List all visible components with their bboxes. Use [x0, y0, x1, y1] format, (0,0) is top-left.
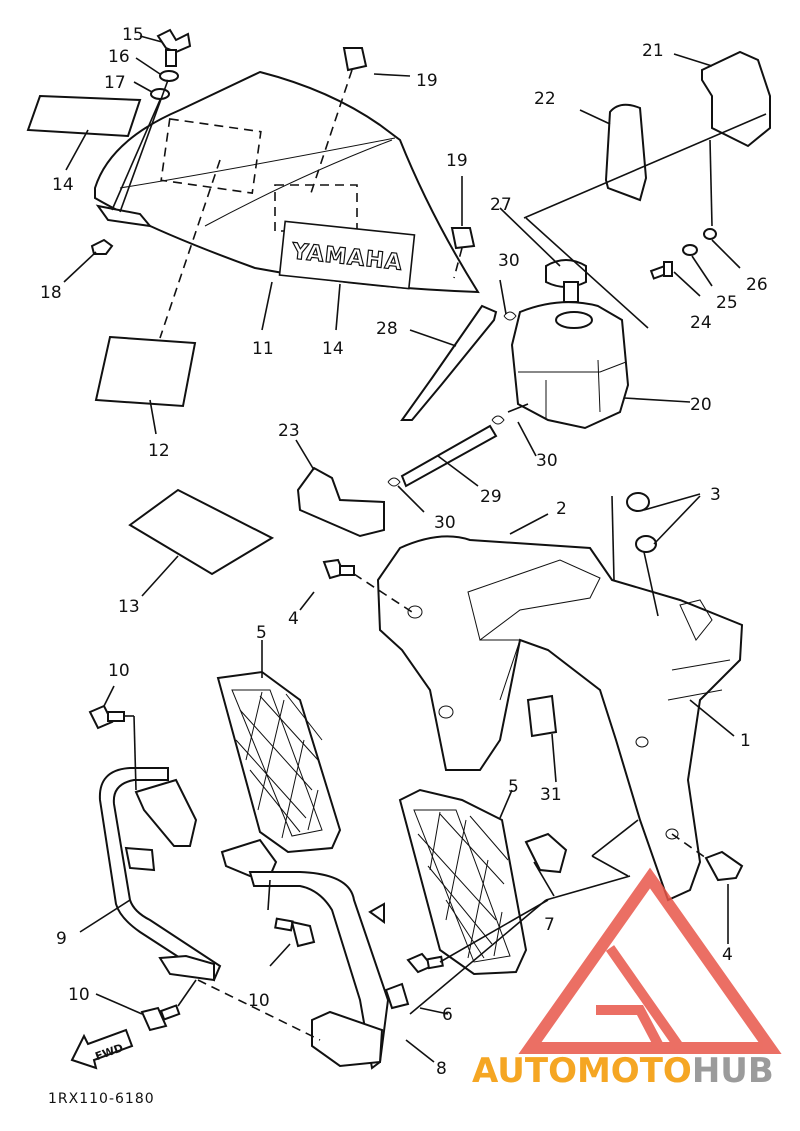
clip-part-30c [387, 477, 401, 487]
seat-cover-part: YAMAHA [94, 70, 480, 294]
callout-12: 12 [148, 441, 170, 461]
callout-18: 18 [40, 283, 62, 303]
bolt-part-24 [649, 261, 673, 280]
screw-part-4b [704, 850, 744, 882]
bolt-part-10c [140, 1004, 181, 1032]
callout-30-bottom: 30 [434, 513, 456, 533]
callout-30-top: 30 [498, 251, 520, 271]
screw-part-4a [322, 558, 355, 580]
callout-26: 26 [746, 275, 768, 295]
tank-cap-part-27 [545, 259, 587, 303]
band-part-22 [604, 103, 648, 202]
callout-9: 9 [56, 929, 67, 949]
bracket-part-21 [701, 50, 771, 148]
wing-bolt-part-15 [156, 28, 192, 67]
grommet-part-19a [342, 47, 368, 72]
callout-30-mid: 30 [536, 451, 558, 471]
callout-21: 21 [642, 41, 664, 61]
grommet-part-19b [450, 227, 476, 250]
nut-part-18 [90, 238, 114, 255]
guard-bar-part-9 [98, 767, 222, 982]
bolt-part-10a [88, 704, 125, 730]
bolt-part-10b [274, 917, 316, 948]
callout-31: 31 [540, 785, 562, 805]
holder-part-23 [296, 466, 385, 538]
callout-8: 8 [436, 1059, 447, 1079]
grille-part-5b [398, 788, 528, 976]
watermark-logo [518, 867, 782, 1054]
reservoir-tank-part-20 [510, 301, 630, 430]
watermark-prefix: AUTOMOTO [472, 1051, 692, 1091]
callout-19-mid: 19 [446, 151, 468, 171]
callout-25: 25 [716, 293, 738, 313]
leader-lines [63, 35, 767, 1063]
callout-2: 2 [556, 499, 567, 519]
washer-part-25 [682, 244, 698, 256]
callout-14-left: 14 [52, 175, 74, 195]
callout-5-right: 5 [508, 777, 519, 797]
callout-24: 24 [690, 313, 712, 333]
callout-3: 3 [710, 485, 721, 505]
callout-15: 15 [122, 25, 144, 45]
pad-part-31 [526, 694, 558, 738]
callout-22: 22 [534, 89, 556, 109]
washer-part-17 [150, 88, 170, 100]
washer-part-16 [159, 70, 179, 82]
callout-19-top: 19 [416, 71, 438, 91]
callout-4-right: 4 [722, 945, 733, 965]
callout-10-top: 10 [108, 661, 130, 681]
screw-part-6 [406, 952, 444, 974]
emblem-part-14 [26, 94, 142, 138]
callout-28: 28 [376, 319, 398, 339]
callout-11: 11 [252, 339, 274, 359]
holder-part-7 [524, 832, 568, 874]
callout-10-mid: 10 [248, 991, 270, 1011]
fwd-direction-arrow: FWD [70, 1028, 134, 1070]
callout-5-left: 5 [256, 623, 267, 643]
decal-part-12 [94, 335, 197, 408]
callout-7: 7 [544, 915, 555, 935]
drawing-code: 1RX110-6180 [48, 1091, 155, 1107]
grommet-part-3a [626, 492, 650, 512]
callout-23: 23 [278, 421, 300, 441]
callout-10-bottom: 10 [68, 985, 90, 1005]
callout-6: 6 [442, 1005, 453, 1025]
grille-part-5a [216, 670, 342, 854]
callout-1: 1 [740, 731, 751, 751]
callout-labels: 15 16 17 14 18 19 19 11 14 12 13 21 22 2… [40, 25, 768, 1079]
callout-27: 27 [490, 195, 512, 215]
callout-14-seat: 14 [322, 339, 344, 359]
callout-13: 13 [118, 597, 140, 617]
callout-17: 17 [104, 73, 126, 93]
grommet-part-3b [635, 535, 657, 553]
callout-29: 29 [480, 487, 502, 507]
side-panel-part-1 [376, 535, 744, 902]
nut-part-26 [703, 228, 717, 240]
callout-4-left: 4 [288, 609, 299, 629]
clip-part-30b [491, 415, 505, 425]
callout-16: 16 [108, 47, 130, 67]
hose-part-28 [400, 304, 498, 421]
hose-part-29 [400, 424, 498, 488]
watermark-suffix: HUB [692, 1051, 774, 1091]
watermark-text: AUTOMOTOHUB [472, 1051, 774, 1091]
callout-20: 20 [690, 395, 712, 415]
guard-bar-part-8 [220, 838, 410, 1070]
decal-part-13 [128, 488, 275, 576]
clip-part-30a [503, 311, 517, 321]
